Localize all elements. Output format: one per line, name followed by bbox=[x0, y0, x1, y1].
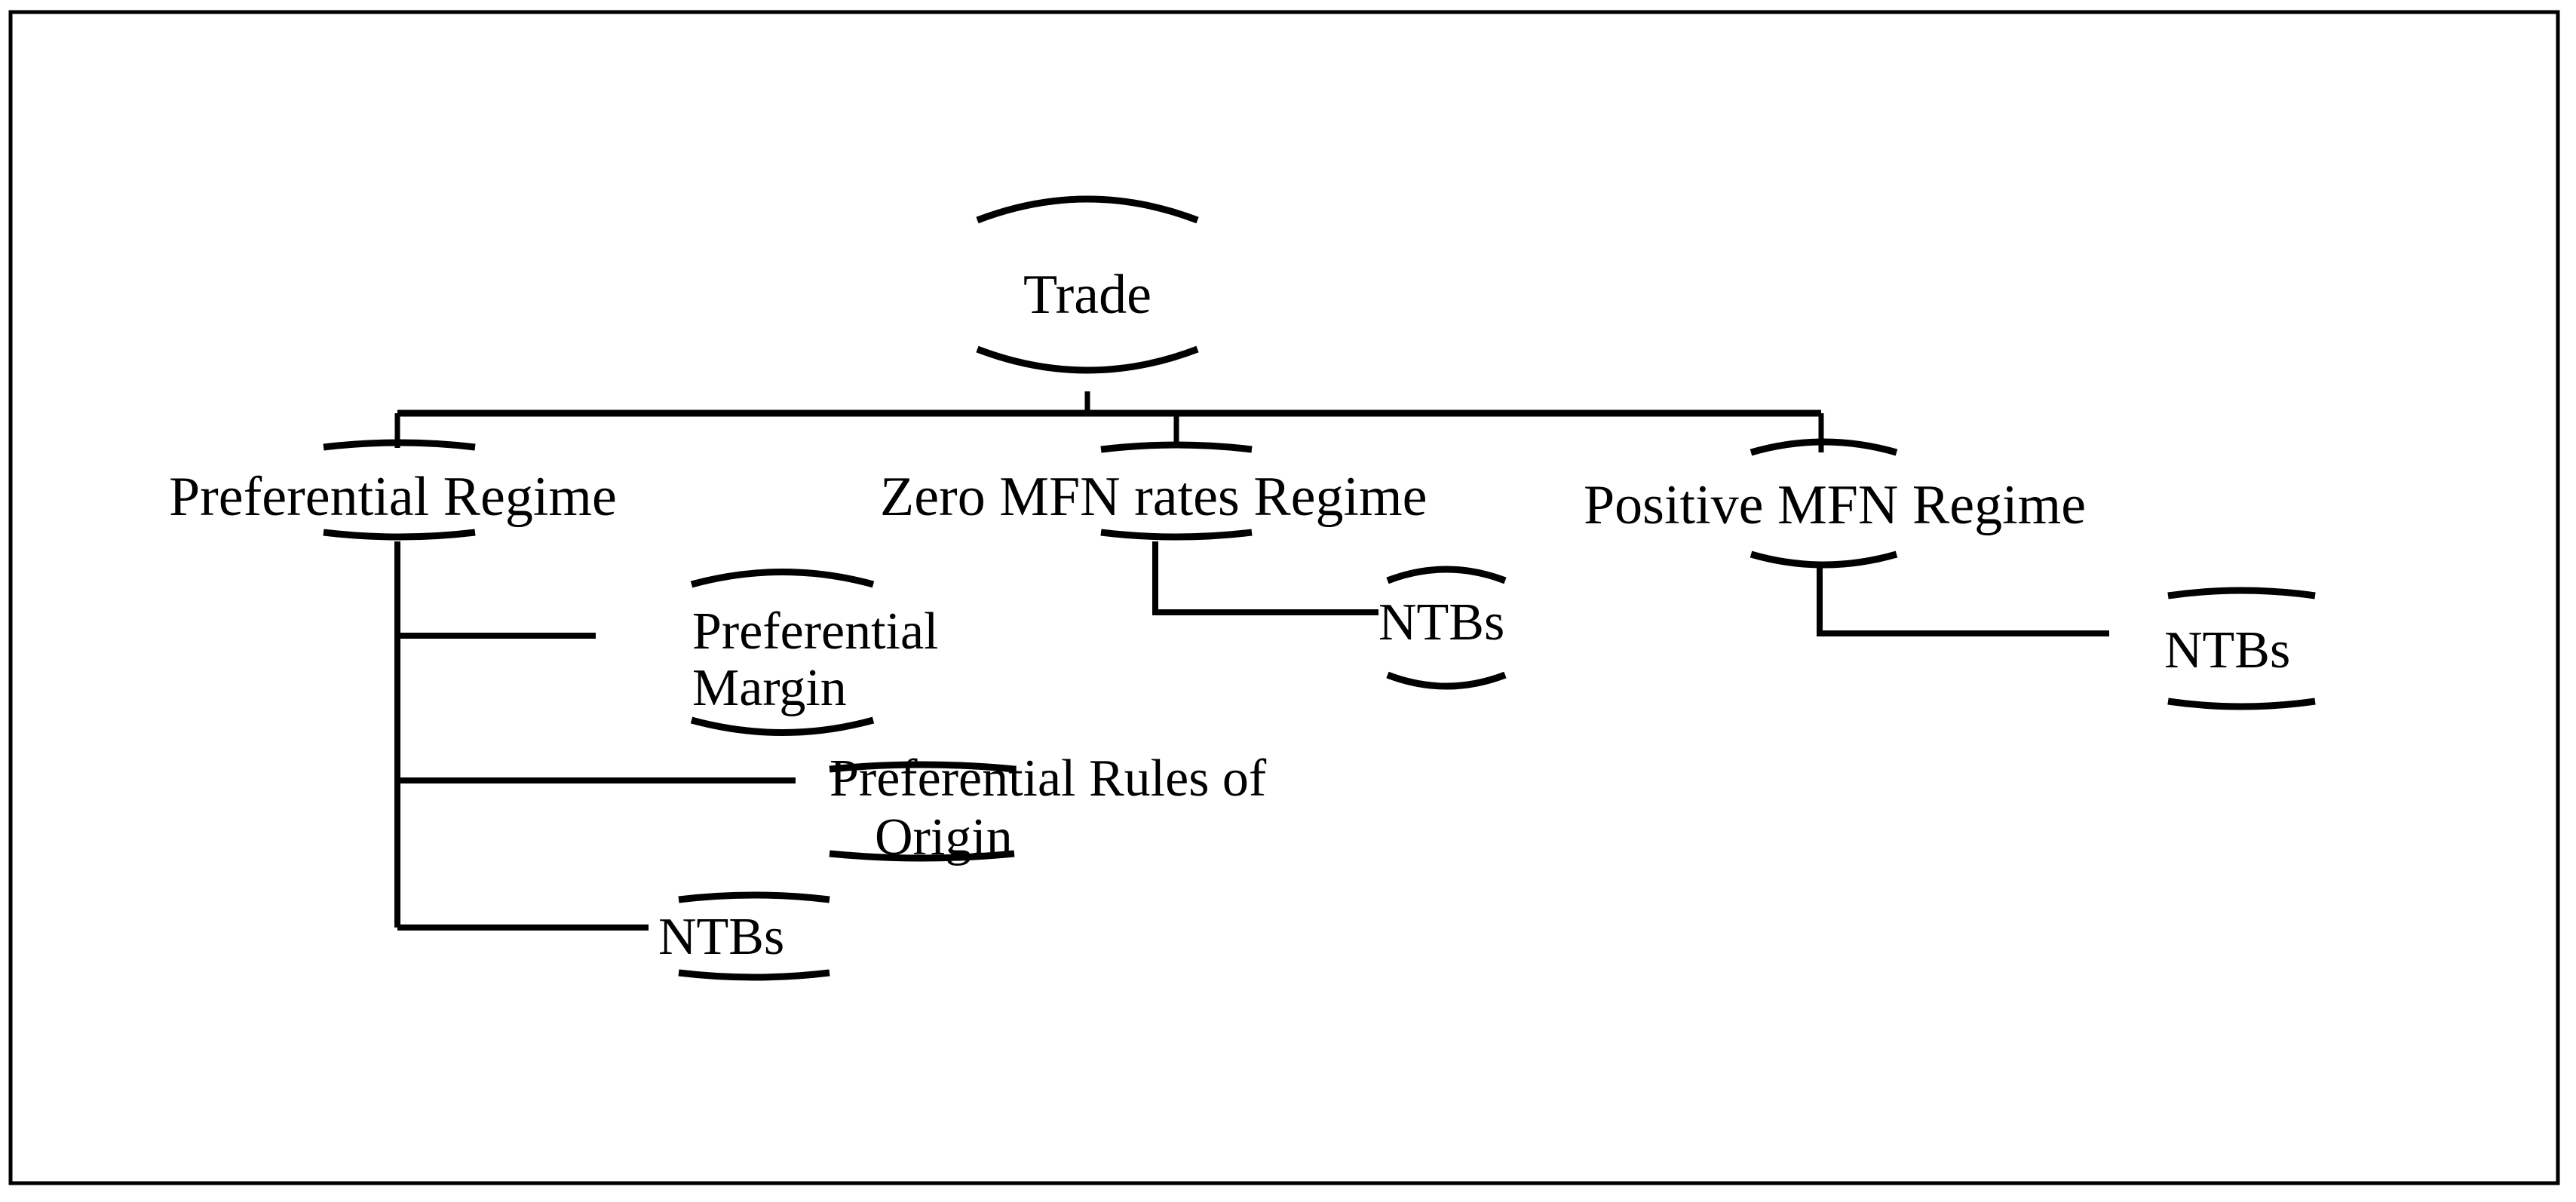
preferential-regime-oval-bottom-arc bbox=[323, 529, 476, 541]
node-zero-mfn-rates-regime-label: Zero MFN rates Regime bbox=[880, 466, 1427, 528]
trade-oval-top-arc bbox=[976, 195, 1199, 224]
preferential-regime-oval-top-arc bbox=[323, 439, 476, 451]
node-preferential-regime-label: Preferential Regime bbox=[169, 466, 617, 528]
node-preferential-ntbs[interactable]: NTBs bbox=[658, 891, 830, 981]
node-preferential-rules-of-origin[interactable]: Preferential Rules of Origin bbox=[829, 750, 1267, 866]
preferential-margin-oval-bottom-arc bbox=[690, 716, 875, 736]
zero-mfn-rates-regime-oval-top-arc bbox=[1100, 441, 1253, 453]
node-positive-mfn-regime[interactable]: Positive MFN Regime bbox=[1584, 438, 2086, 569]
node-zero-mfn-ntbs-label: NTBs bbox=[1378, 593, 1504, 652]
preferential-margin-oval-top-arc bbox=[690, 569, 875, 588]
positive-mfn-ntbs-oval-top-arc bbox=[2167, 587, 2316, 599]
node-positive-mfn-ntbs[interactable]: NTBs bbox=[2164, 587, 2316, 710]
node-trade-label: Trade bbox=[1023, 264, 1152, 326]
zero-mfn-ntbs-oval-bottom-arc bbox=[1386, 671, 1507, 690]
node-preferential-ntbs-label: NTBs bbox=[658, 908, 784, 966]
node-positive-mfn-ntbs-label: NTBs bbox=[2164, 621, 2290, 679]
node-preferential-margin-label-line2: Margin bbox=[692, 659, 847, 717]
trade-oval-bottom-arc bbox=[976, 345, 1199, 374]
zero-mfn-rates-regime-oval-bottom-arc bbox=[1100, 529, 1253, 541]
node-zero-mfn-rates-regime[interactable]: Zero MFN rates Regime bbox=[880, 441, 1427, 541]
node-positive-mfn-regime-label: Positive MFN Regime bbox=[1584, 474, 2086, 536]
node-preferential-rules-of-origin-label-line2: Origin bbox=[875, 808, 1013, 866]
node-preferential-margin[interactable]: Preferential Margin bbox=[690, 569, 938, 736]
node-preferential-regime[interactable]: Preferential Regime bbox=[169, 439, 617, 541]
node-zero-mfn-ntbs[interactable]: NTBs bbox=[1378, 566, 1507, 690]
positive-mfn-regime-oval-top-arc bbox=[1750, 438, 1898, 456]
node-preferential-rules-of-origin-label-line1: Preferential Rules of bbox=[830, 750, 1267, 808]
node-trade[interactable]: Trade bbox=[976, 195, 1199, 374]
edge-positive-mfn-regime-to-positive-mfn-ntbs bbox=[1817, 568, 2109, 636]
preferential-rules-of-origin-oval-bottom-arc bbox=[829, 850, 1015, 862]
preferential-ntbs-oval-top-arc bbox=[678, 891, 830, 903]
positive-mfn-regime-oval-bottom-arc bbox=[1750, 550, 1898, 569]
node-preferential-margin-label-line1: Preferential bbox=[692, 603, 938, 661]
figure-border bbox=[8, 10, 2560, 1185]
zero-mfn-ntbs-oval-top-arc bbox=[1386, 566, 1507, 584]
preferential-rules-of-origin-oval-top-arc bbox=[829, 761, 1015, 773]
edge-zero-mfn-rates-regime-to-zero-mfn-ntbs bbox=[1152, 541, 1378, 615]
preferential-ntbs-oval-bottom-arc bbox=[678, 969, 830, 981]
positive-mfn-ntbs-oval-bottom-arc bbox=[2167, 698, 2316, 710]
